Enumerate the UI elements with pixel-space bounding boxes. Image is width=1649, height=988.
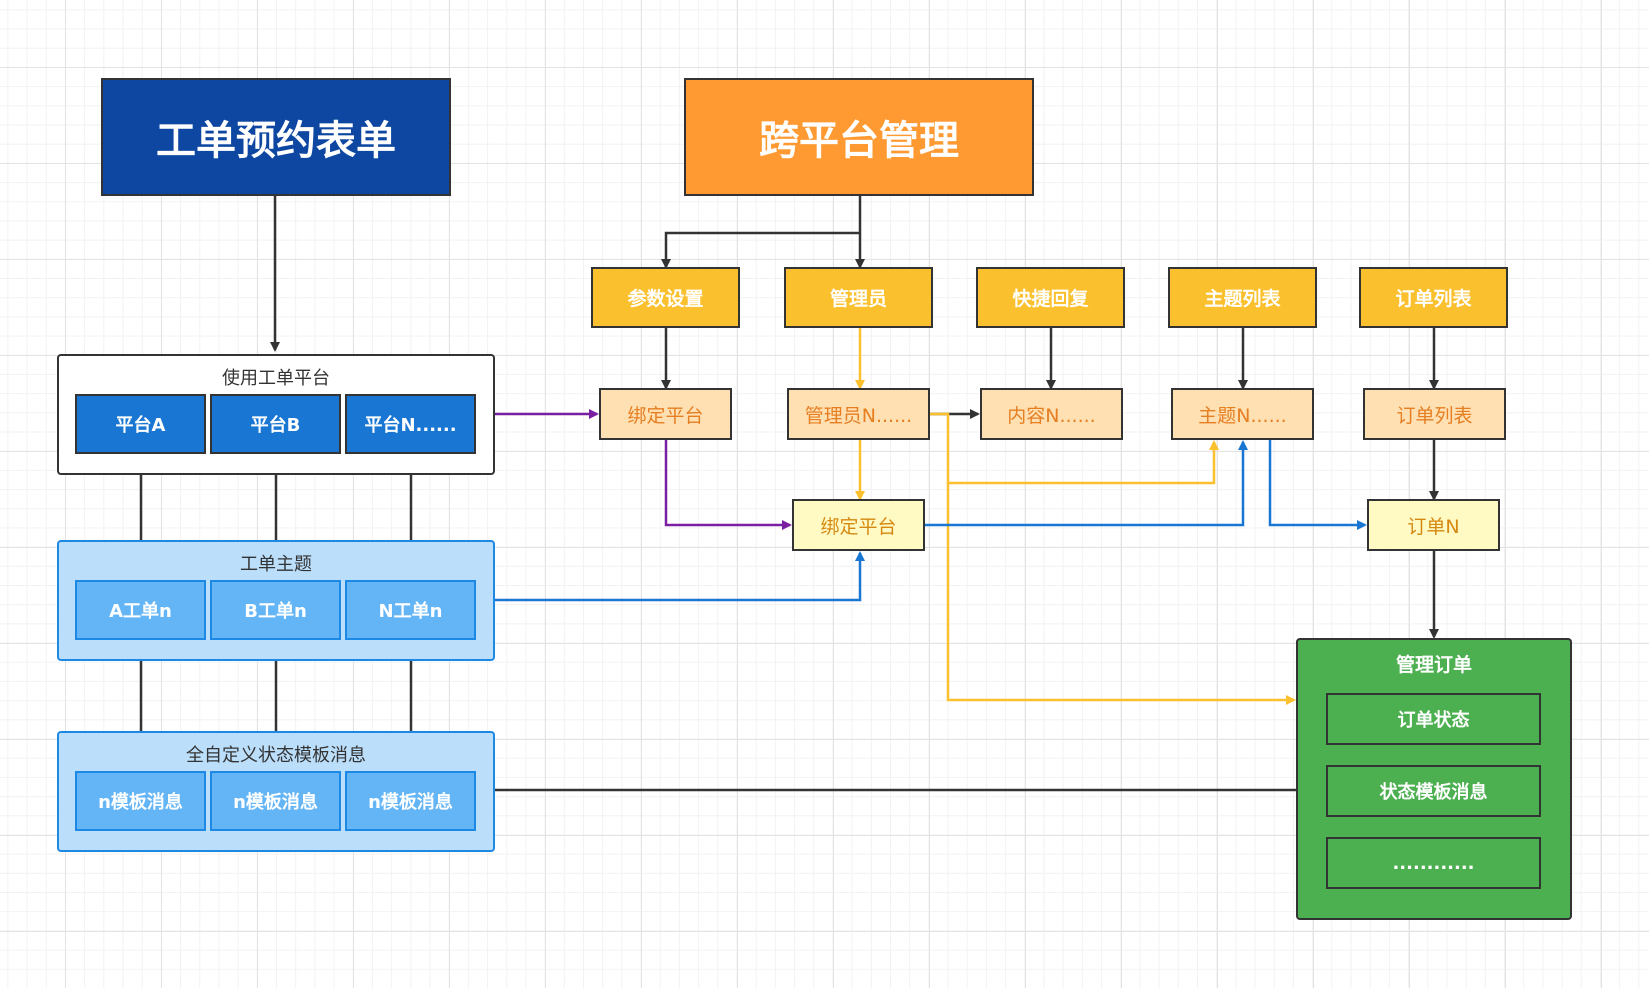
order-n[interactable]: 订单N — [1367, 499, 1500, 551]
parameter-settings[interactable]: 参数设置 — [591, 267, 740, 328]
order-list[interactable]: 订单列表 — [1359, 267, 1508, 328]
bind-platform[interactable]: 绑定平台 — [599, 388, 732, 440]
platform-a[interactable]: 平台A — [75, 394, 206, 454]
edge-topic-to-order-n — [1268, 440, 1367, 530]
more-order-items[interactable]: ............ — [1326, 837, 1541, 889]
ticket-theme-group-label: 工单主题 — [240, 554, 312, 575]
ticket-booking-form-title: 工单预约表单 — [101, 78, 451, 196]
edge-tickets-to-bind-lower — [495, 551, 865, 602]
quick-reply[interactable]: 快捷回复 — [976, 267, 1125, 328]
ticket-n[interactable]: N工单n — [345, 580, 476, 640]
bind-platform-lower[interactable]: 绑定平台 — [792, 499, 925, 551]
edge-cross-title-to-params — [661, 231, 860, 269]
topic-list[interactable]: 主题列表 — [1168, 267, 1317, 328]
ticket-b[interactable]: B工单n — [210, 580, 341, 640]
template-message-3[interactable]: n模板消息 — [345, 771, 476, 831]
edge-bind-lower-to-topic — [924, 440, 1248, 527]
edge-admin-n-to-manage-orders — [946, 483, 1296, 705]
administrator-n[interactable]: 管理员N...... — [787, 388, 930, 440]
template-group-label: 全自定义状态模板消息 — [186, 745, 366, 766]
platform-group-label: 使用工单平台 — [222, 368, 330, 389]
template-message-2[interactable]: n模板消息 — [210, 771, 341, 831]
topic-n[interactable]: 主题N...... — [1171, 388, 1314, 440]
platform-n[interactable]: 平台N...... — [345, 394, 476, 454]
administrator[interactable]: 管理员 — [784, 267, 933, 328]
cross-platform-management-title: 跨平台管理 — [684, 78, 1034, 196]
platform-b[interactable]: 平台B — [210, 394, 341, 454]
template-message-1[interactable]: n模板消息 — [75, 771, 206, 831]
edge-bind-to-bind-lower — [664, 440, 792, 530]
order-list-detail[interactable]: 订单列表 — [1363, 388, 1506, 440]
ticket-a[interactable]: A工单n — [75, 580, 206, 640]
manage-orders-label: 管理订单 — [1395, 654, 1472, 676]
status-template-message[interactable]: 状态模板消息 — [1326, 765, 1541, 817]
order-status[interactable]: 订单状态 — [1326, 693, 1541, 745]
content-n[interactable]: 内容N...... — [980, 388, 1123, 440]
